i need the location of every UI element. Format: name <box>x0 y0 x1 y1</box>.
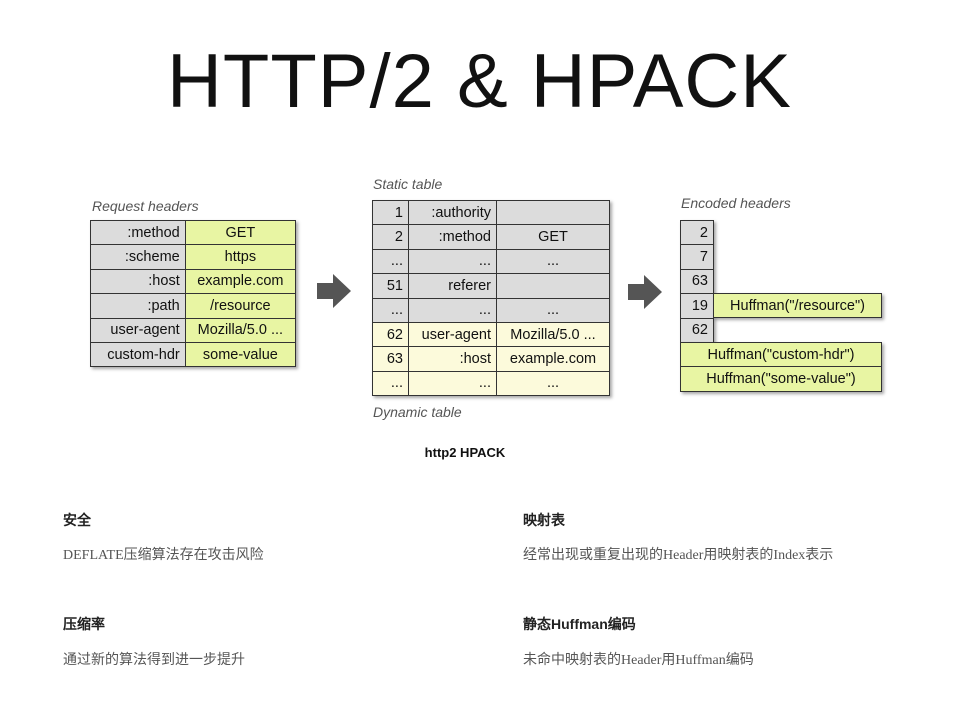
name-cell: ... <box>408 370 497 397</box>
header-value-cell: Mozilla/5.0 ... <box>184 317 297 343</box>
table-row: 7 <box>680 244 714 270</box>
name-cell: :method <box>408 224 497 250</box>
table-row: 19 <box>680 293 714 319</box>
encoded-index-cell: 7 <box>680 244 714 270</box>
table-row: 62 <box>680 317 714 343</box>
value-cell: ... <box>496 248 610 275</box>
request-headers-label: Request headers <box>92 198 199 214</box>
index-cell: ... <box>372 370 409 397</box>
table-row: ......... <box>372 370 610 397</box>
header-name-cell: :method <box>90 219 186 246</box>
value-cell: GET <box>496 224 610 250</box>
encoded-huffman-path: Huffman("/resource") <box>713 292 882 319</box>
section-text: 未命中映射表的Header用Huffman编码 <box>523 653 754 668</box>
index-cell: 1 <box>372 199 409 226</box>
index-cell: ... <box>372 297 409 323</box>
section-text: DEFLATE压缩算法存在攻击风险 <box>63 548 264 563</box>
value-cell <box>496 199 610 226</box>
index-cell: 62 <box>372 321 409 348</box>
name-cell: ... <box>408 248 497 275</box>
section-heading: 静态Huffman编码 <box>523 616 636 632</box>
index-cell: 51 <box>372 273 409 299</box>
index-cell: 2 <box>372 224 409 250</box>
header-value-cell: /resource <box>184 293 297 319</box>
table-row: :path/resource <box>90 293 297 319</box>
name-cell: referer <box>408 273 497 299</box>
table-row: ......... <box>372 248 610 275</box>
value-cell <box>496 273 610 299</box>
encoded-index-cell: 19 <box>680 293 714 319</box>
table-row: 63 <box>680 268 714 295</box>
encoded-huffman-literals: Huffman("custom-hdr") Huffman("some-valu… <box>680 341 882 392</box>
header-name-cell: user-agent <box>90 317 186 343</box>
value-cell: ... <box>496 370 610 397</box>
index-cell: ... <box>372 248 409 275</box>
diagram-caption: http2 HPACK <box>424 445 506 460</box>
name-cell: user-agent <box>408 321 497 348</box>
section-heading: 映射表 <box>523 512 565 528</box>
encoded-index-cell: 2 <box>680 219 714 246</box>
table-row: ......... <box>372 297 610 323</box>
header-value-cell: example.com <box>184 268 297 295</box>
section-text: 经常出现或重复出现的Header用映射表的Index表示 <box>523 548 834 563</box>
header-value-cell: https <box>184 244 297 270</box>
section-heading: 压缩率 <box>63 616 105 632</box>
header-value-cell: GET <box>184 219 297 246</box>
arrow-right-icon <box>317 274 351 308</box>
encoded-index-cell: 63 <box>680 268 714 295</box>
huffman-name-cell: Huffman("custom-hdr") <box>680 341 882 368</box>
section-text: 通过新的算法得到进一步提升 <box>63 653 245 668</box>
encoded-index-cell: 62 <box>680 317 714 343</box>
name-cell: :host <box>408 346 497 372</box>
value-cell: Mozilla/5.0 ... <box>496 321 610 348</box>
slide-title: HTTP/2 & HPACK <box>167 39 792 124</box>
arrow-right-icon <box>628 275 662 309</box>
index-cell: 63 <box>372 346 409 372</box>
header-name-cell: :path <box>90 293 186 319</box>
huffman-value-cell: Huffman("some-value") <box>680 366 882 392</box>
section-heading: 安全 <box>63 512 91 528</box>
value-cell: ... <box>496 297 610 323</box>
encoded-headers-label: Encoded headers <box>681 195 791 211</box>
header-name-cell: custom-hdr <box>90 341 186 368</box>
huffman-path-cell: Huffman("/resource") <box>713 292 882 319</box>
header-value-cell: some-value <box>184 341 297 368</box>
static-table-label: Static table <box>373 176 443 192</box>
value-cell: example.com <box>496 346 610 372</box>
name-cell: :authority <box>408 199 497 226</box>
header-name-cell: :scheme <box>90 244 186 270</box>
dynamic-table-label: Dynamic table <box>373 404 462 420</box>
table-row: 1:authority <box>372 199 610 226</box>
name-cell: ... <box>408 297 497 323</box>
header-name-cell: :host <box>90 268 186 295</box>
table-row: 2 <box>680 219 714 246</box>
